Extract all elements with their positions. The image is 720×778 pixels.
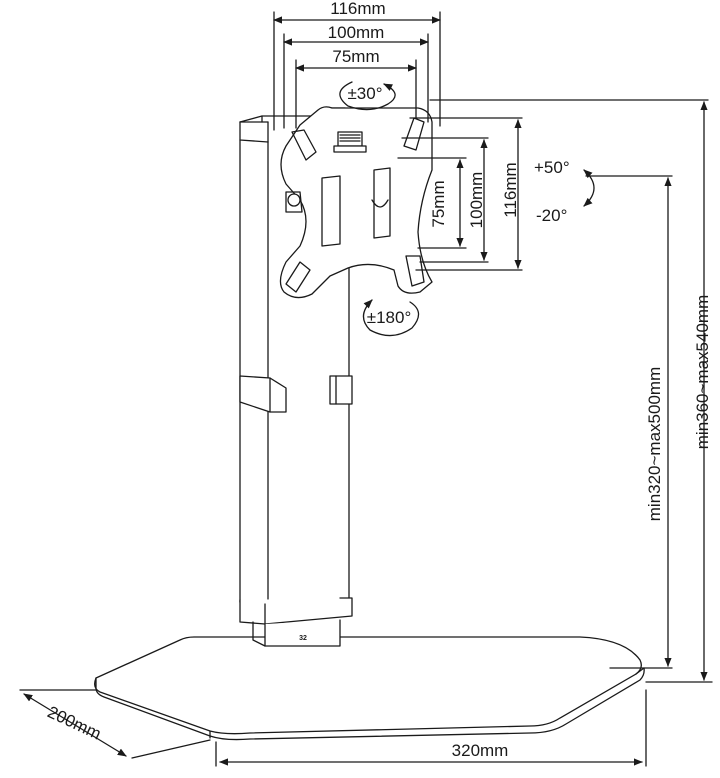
label-swivel: ±30° xyxy=(347,84,382,103)
pole-marking: 32 xyxy=(299,635,307,642)
label-width-75: 75mm xyxy=(332,47,379,66)
label-base-width: 320mm xyxy=(452,741,509,760)
vesa-height-dimension-lines xyxy=(397,117,523,271)
label-base-depth: 200mm xyxy=(45,702,104,743)
label-tilt-down: -20° xyxy=(536,206,567,225)
label-pole-height: min320~max500mm xyxy=(645,367,664,522)
label-width-100: 100mm xyxy=(328,23,385,42)
vesa-width-dimension-lines xyxy=(273,11,441,131)
vesa-plate xyxy=(279,106,433,299)
swivel-arrow xyxy=(339,81,396,111)
tilt-arrow xyxy=(583,169,595,207)
label-rotate: ±180° xyxy=(367,308,412,327)
label-height-116: 116mm xyxy=(501,162,520,217)
label-overall-height: min360~max540mm xyxy=(693,295,712,450)
base-dimension-lines xyxy=(19,689,647,767)
label-tilt-up: +50° xyxy=(534,158,570,177)
label-height-75: 75mm xyxy=(429,180,448,227)
rotate-arrow xyxy=(362,299,420,337)
overall-height-dimension-lines xyxy=(429,99,713,683)
label-height-100: 100mm xyxy=(467,172,486,229)
label-width-116: 116mm xyxy=(330,0,385,18)
base-plate xyxy=(94,636,645,741)
